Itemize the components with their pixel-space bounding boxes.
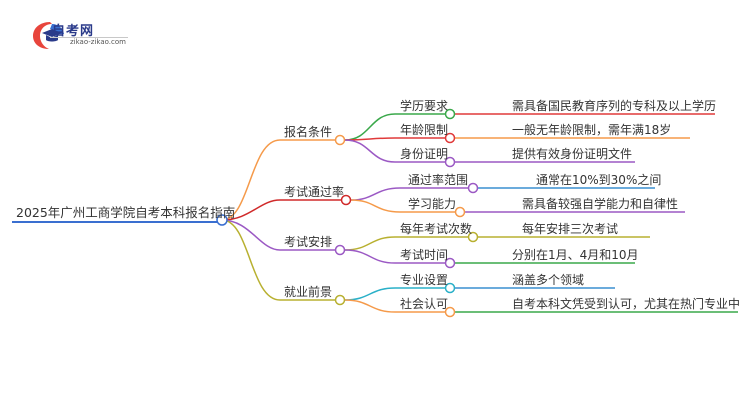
node-education-req: 学历要求 <box>400 99 449 113</box>
edge-root-b1 <box>221 139 281 221</box>
logo-title: 自考网 <box>52 24 95 39</box>
node-id-proof: 身份证明 <box>400 147 449 161</box>
detail-education-req: 需具备国民教育序列的专科及以上学历 <box>512 99 717 113</box>
logo-subtitle: zikao-zikao.com <box>70 38 126 46</box>
detail-exams-per-year: 每年安排三次考试 <box>522 222 619 236</box>
edge-root-b3 <box>221 219 281 251</box>
edge-root-b2 <box>221 199 281 221</box>
logo <box>30 18 150 52</box>
node-exam-time: 考试时间 <box>400 248 449 262</box>
branch-registration: 报名条件 <box>284 125 333 139</box>
detail-pass-range: 通常在10%到30%之间 <box>536 173 662 187</box>
detail-exam-time: 分别在1月、4月和10月 <box>512 248 639 262</box>
detail-age-limit: 一般无年龄限制，需年满18岁 <box>512 123 672 137</box>
graduation-cap-icon <box>33 22 64 49</box>
root-node-circle <box>216 214 228 226</box>
detail-id-proof: 提供有效身份证明文件 <box>512 147 633 161</box>
root-title: 2025年广州工商学院自考本科报名指南 <box>16 205 236 220</box>
node-majors: 专业设置 <box>400 273 449 287</box>
detail-learning-ability: 需具备较强自学能力和自律性 <box>522 197 679 211</box>
node-age-limit: 年龄限制 <box>400 123 449 137</box>
node-recognition: 社会认可 <box>400 297 449 311</box>
node-exams-per-year: 每年考试次数 <box>400 222 473 236</box>
node-learning-ability: 学习能力 <box>408 197 457 211</box>
branch-exam-schedule: 考试安排 <box>284 235 333 249</box>
branch-pass-rate: 考试通过率 <box>284 185 345 199</box>
detail-recognition: 自考本科文凭受到认可，尤其在热门专业中 <box>512 297 741 311</box>
branch-employment: 就业前景 <box>284 285 333 299</box>
node-pass-range: 通过率范围 <box>408 173 469 187</box>
logo-divider <box>50 37 128 38</box>
edge-root-b4 <box>221 219 281 301</box>
detail-majors: 涵盖多个领域 <box>512 273 585 287</box>
